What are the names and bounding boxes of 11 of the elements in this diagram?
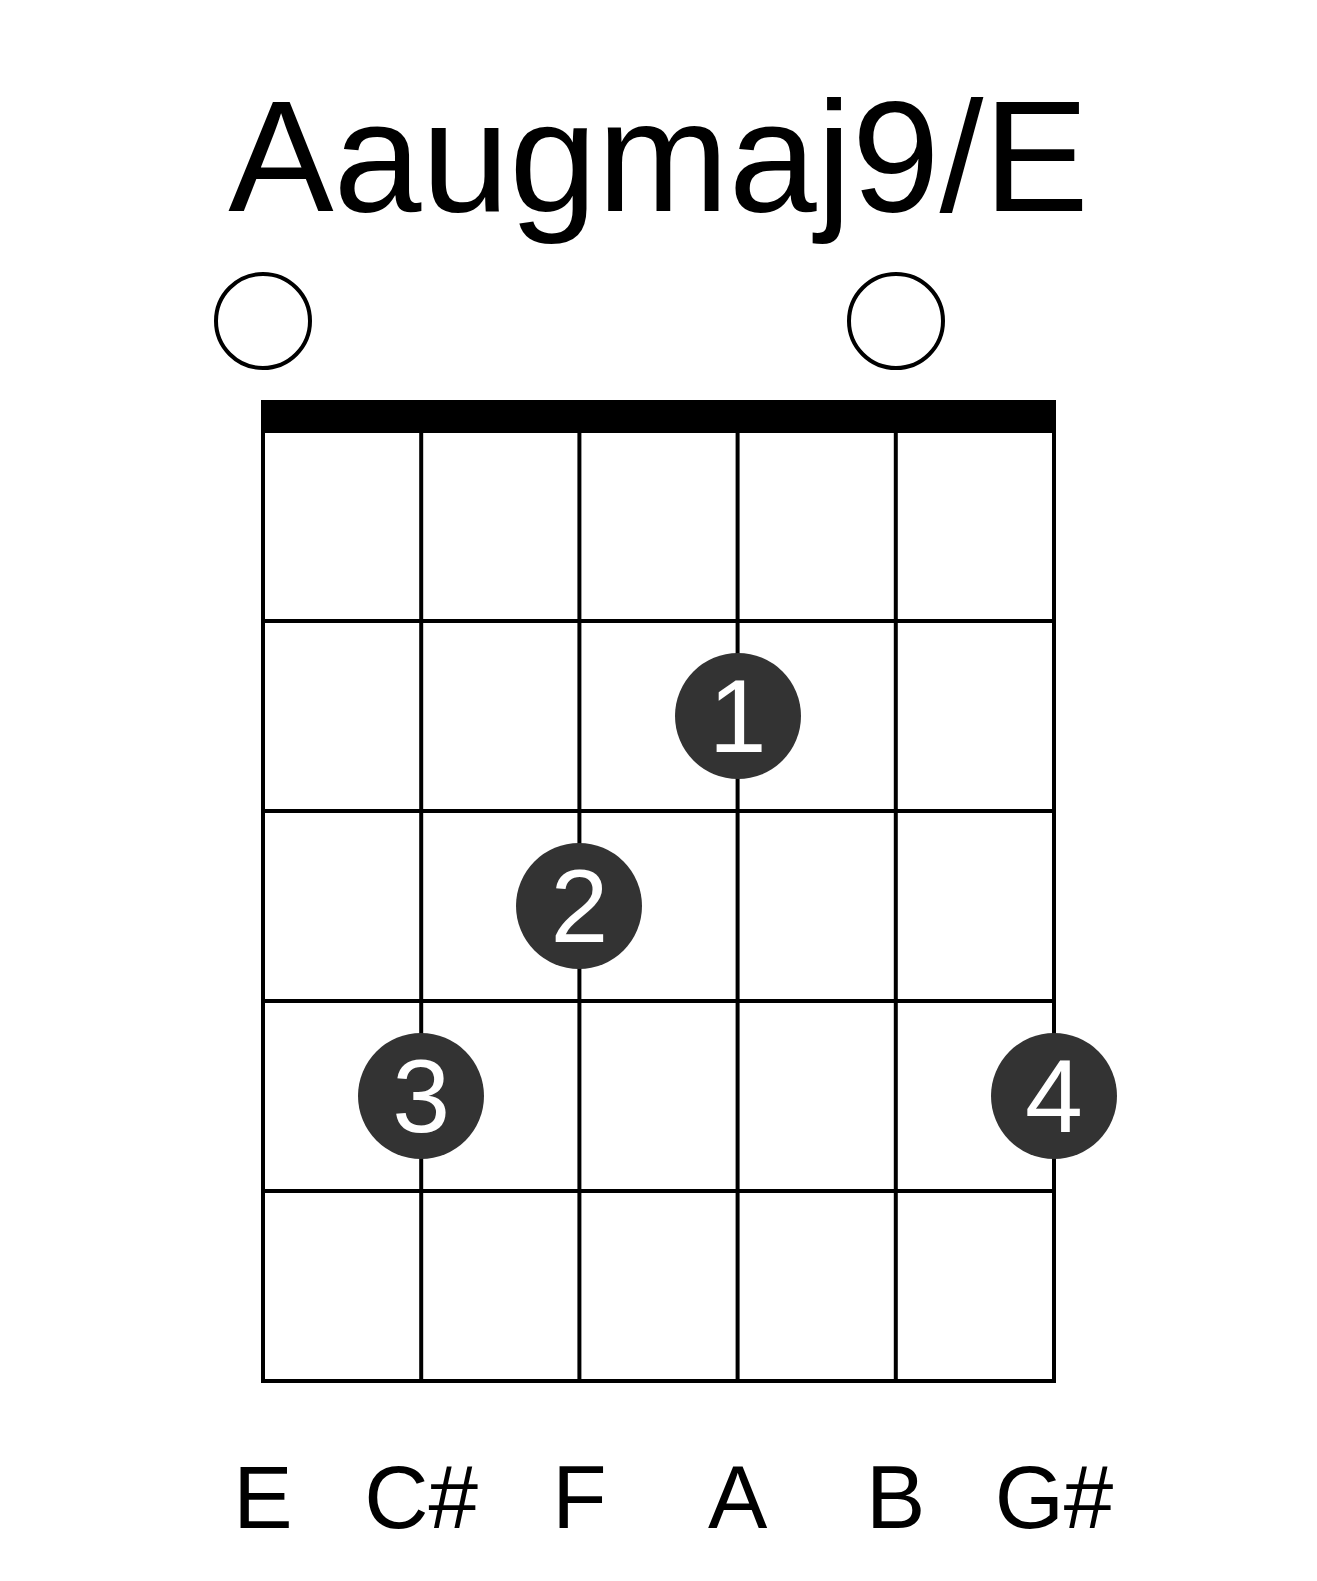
finger-number: 1 <box>708 664 767 768</box>
finger-number: 2 <box>550 854 609 958</box>
string-note-label: B <box>866 1453 926 1542</box>
string-note-label: F <box>552 1453 607 1542</box>
string-note-label: C# <box>364 1453 479 1542</box>
string-note-label: G# <box>994 1453 1114 1542</box>
finger-number: 4 <box>1025 1044 1083 1148</box>
string-note-label: E <box>233 1453 293 1542</box>
finger-number: 3 <box>392 1044 451 1148</box>
string-note-label: A <box>707 1453 768 1542</box>
chord-title: Aaugmaj9/E <box>227 67 1090 246</box>
